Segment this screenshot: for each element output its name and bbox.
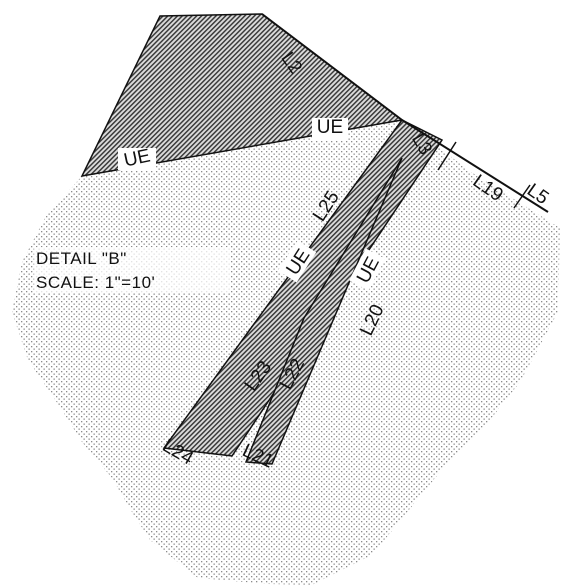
boundary-line-l2	[261, 13, 403, 121]
detail-title: DETAIL "B"	[36, 249, 127, 268]
tick-mark-1	[437, 141, 457, 171]
ue-label-top: UE	[312, 117, 348, 140]
detail-title-block: DETAIL "B" SCALE: 1"=10'	[34, 247, 230, 293]
ue-label-left: UE	[118, 145, 156, 172]
label-l5: L5	[523, 180, 552, 209]
detail-scale: SCALE: 1"=10'	[36, 273, 155, 292]
boundary-line-l5	[401, 119, 549, 213]
svg-text:UE: UE	[317, 117, 343, 138]
hatched-strip-l20	[244, 157, 403, 465]
hatched-strip-l25	[162, 119, 444, 457]
tick-mark-2	[513, 184, 531, 209]
